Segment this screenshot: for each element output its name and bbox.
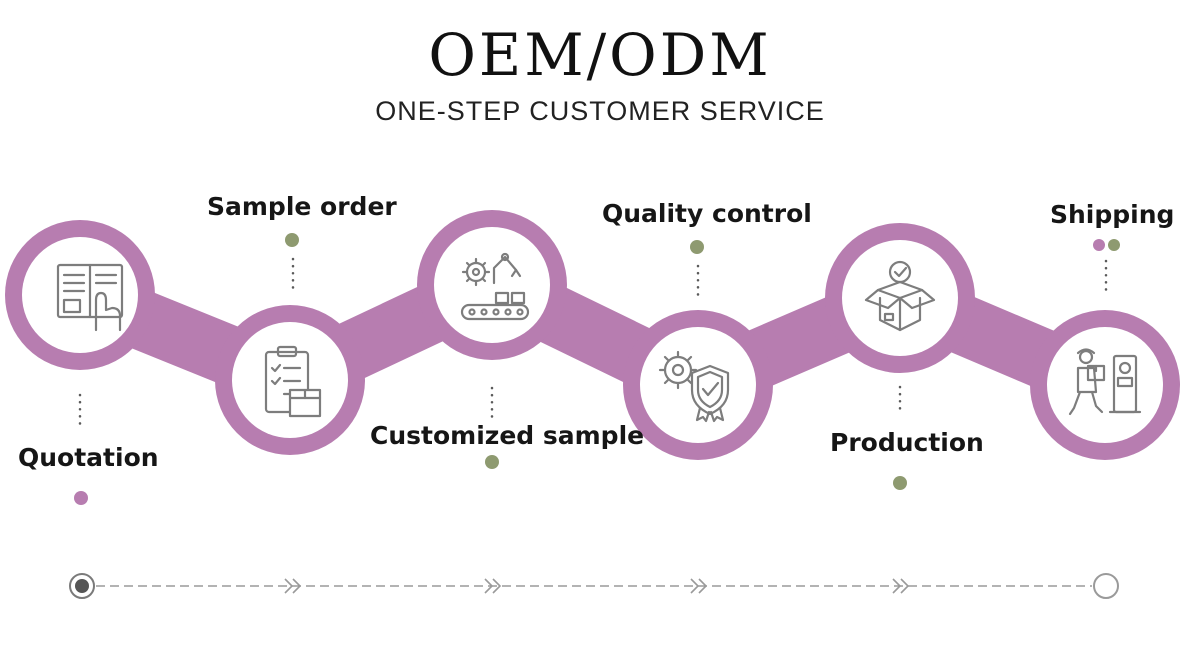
step-label-sample-order: Sample order [207,192,397,221]
step-ring-shipping [1030,310,1180,460]
step-label-quality-control: Quality control [602,199,812,228]
delivery-person-icon [1068,348,1142,416]
timeline-end-marker [1093,573,1119,599]
step-label-quotation: Quotation [18,443,159,472]
leader-dots [78,257,1108,426]
step-ring-customized-sample [417,210,567,360]
marker-dot [485,455,499,469]
clipboard-box-icon [264,345,322,418]
timeline-chevron-icon [484,578,501,594]
marker-dot [285,233,299,247]
timeline-start-marker [69,573,95,599]
open-box-icon [864,260,936,332]
page-subtitle: ONE-STEP CUSTOMER SERVICE [375,96,825,126]
marker-dot [893,476,907,490]
marker-dot [1108,239,1120,251]
step-label-production: Production [830,428,984,457]
robot-arm-conveyor-icon [460,252,530,321]
step-ring-quotation [5,220,155,370]
page-title: OEM/ODM [428,21,772,89]
step-label-shipping: Shipping [1050,200,1175,229]
step-label-customized-sample: Customized sample [370,421,645,450]
marker-dot [1093,239,1105,251]
document-hand-icon [56,263,124,332]
marker-dot [74,491,88,505]
marker-dot [690,240,704,254]
gear-shield-icon [658,350,730,423]
